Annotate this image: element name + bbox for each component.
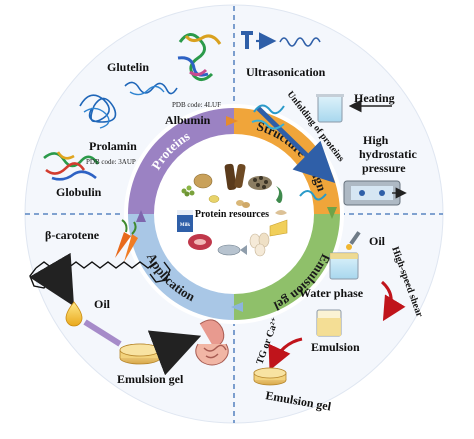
glutelin-label: Glutelin bbox=[107, 60, 149, 74]
emulsion-gel-disk-icon bbox=[253, 367, 287, 386]
carotene-to-oil-arrow bbox=[29, 252, 75, 307]
albumin-label: Albumin bbox=[165, 113, 211, 127]
emulsion-gel-label-application: Emulsion gel bbox=[117, 372, 184, 386]
ring-segment-proteins bbox=[128, 108, 234, 214]
pdb-4luf-label: PDB code: 4LUF bbox=[172, 101, 221, 109]
soybean-icon bbox=[208, 195, 220, 203]
center-label: Protein resources bbox=[195, 209, 269, 220]
cheese-icon bbox=[269, 219, 288, 237]
meat-icon bbox=[188, 234, 212, 250]
carrot-icon bbox=[115, 219, 138, 262]
potato-icon bbox=[193, 173, 213, 189]
glutelin-structure-icon bbox=[177, 33, 222, 81]
shear-arrow bbox=[380, 280, 406, 322]
emulsion-label: Emulsion bbox=[311, 340, 360, 354]
milk-label: Milk bbox=[180, 223, 190, 228]
oil-label-emulsion: Oil bbox=[369, 234, 386, 248]
oil-to-gel-arrow bbox=[83, 319, 122, 347]
heating-label: Heating bbox=[354, 91, 395, 105]
albumin-structure-icon bbox=[124, 81, 178, 96]
unfolded-protein-icon bbox=[251, 104, 327, 201]
high-pressure-label-line2: hydrostatic bbox=[359, 147, 417, 161]
tg-arrow bbox=[268, 337, 303, 371]
ultrasonication-label: Ultrasonication bbox=[246, 65, 326, 79]
pdb-3aup-label: PDB code: 3AUP bbox=[86, 158, 136, 166]
ring-arrow-left bbox=[136, 210, 146, 222]
insect-icon bbox=[275, 210, 287, 215]
emulsion-gel-disk-application-icon bbox=[119, 343, 161, 365]
ring-arrow-top bbox=[226, 116, 238, 126]
ultrasonic-probe-icon bbox=[241, 31, 277, 50]
oil-dropper-icon bbox=[346, 231, 361, 250]
prolamin-label: Prolamin bbox=[89, 139, 137, 153]
cinnamon-icon bbox=[224, 163, 246, 191]
molecule-ring-right bbox=[149, 261, 171, 283]
heating-beaker-icon bbox=[316, 94, 344, 123]
oil-label-application: Oil bbox=[94, 297, 111, 311]
ring-arrow-right bbox=[327, 207, 337, 219]
water-phase-label: Water phase bbox=[299, 286, 364, 300]
gel-to-digestion-arrow bbox=[147, 330, 202, 376]
beans-icon bbox=[181, 185, 195, 197]
high-pressure-label-line1: High bbox=[363, 133, 389, 147]
nuts-icon bbox=[236, 200, 250, 208]
beta-carotene-label: β-carotene bbox=[45, 228, 100, 242]
ring-segment-structure-design bbox=[234, 108, 340, 214]
seaweed-icon bbox=[276, 186, 283, 203]
eggs-icon bbox=[249, 232, 270, 257]
high-pressure-label-line3: pressure bbox=[362, 161, 406, 175]
digestive-system-icon bbox=[195, 319, 229, 366]
globulin-label: Globulin bbox=[56, 185, 102, 199]
unfolding-arrow bbox=[256, 106, 336, 183]
ring-segment-emulsion-gel bbox=[234, 214, 340, 320]
emulsion-beaker-icon bbox=[316, 309, 342, 337]
protein-resources-icons: Milk bbox=[177, 163, 288, 257]
milk-carton-icon: Milk bbox=[177, 210, 193, 232]
fish-icon bbox=[217, 244, 247, 256]
pressure-vessel-icon bbox=[343, 180, 407, 206]
water-beaker-icon bbox=[329, 252, 359, 280]
globulin-structure-icon bbox=[43, 151, 100, 181]
seeds-icon bbox=[248, 176, 272, 190]
oil-drop-icon bbox=[65, 301, 83, 327]
ring-arrow-bottom bbox=[231, 302, 243, 312]
ring-segment-application bbox=[128, 214, 234, 320]
prolamin-structure-icon bbox=[79, 94, 117, 129]
ultrasound-wave-icon bbox=[279, 37, 321, 47]
inner-disk bbox=[124, 104, 344, 324]
